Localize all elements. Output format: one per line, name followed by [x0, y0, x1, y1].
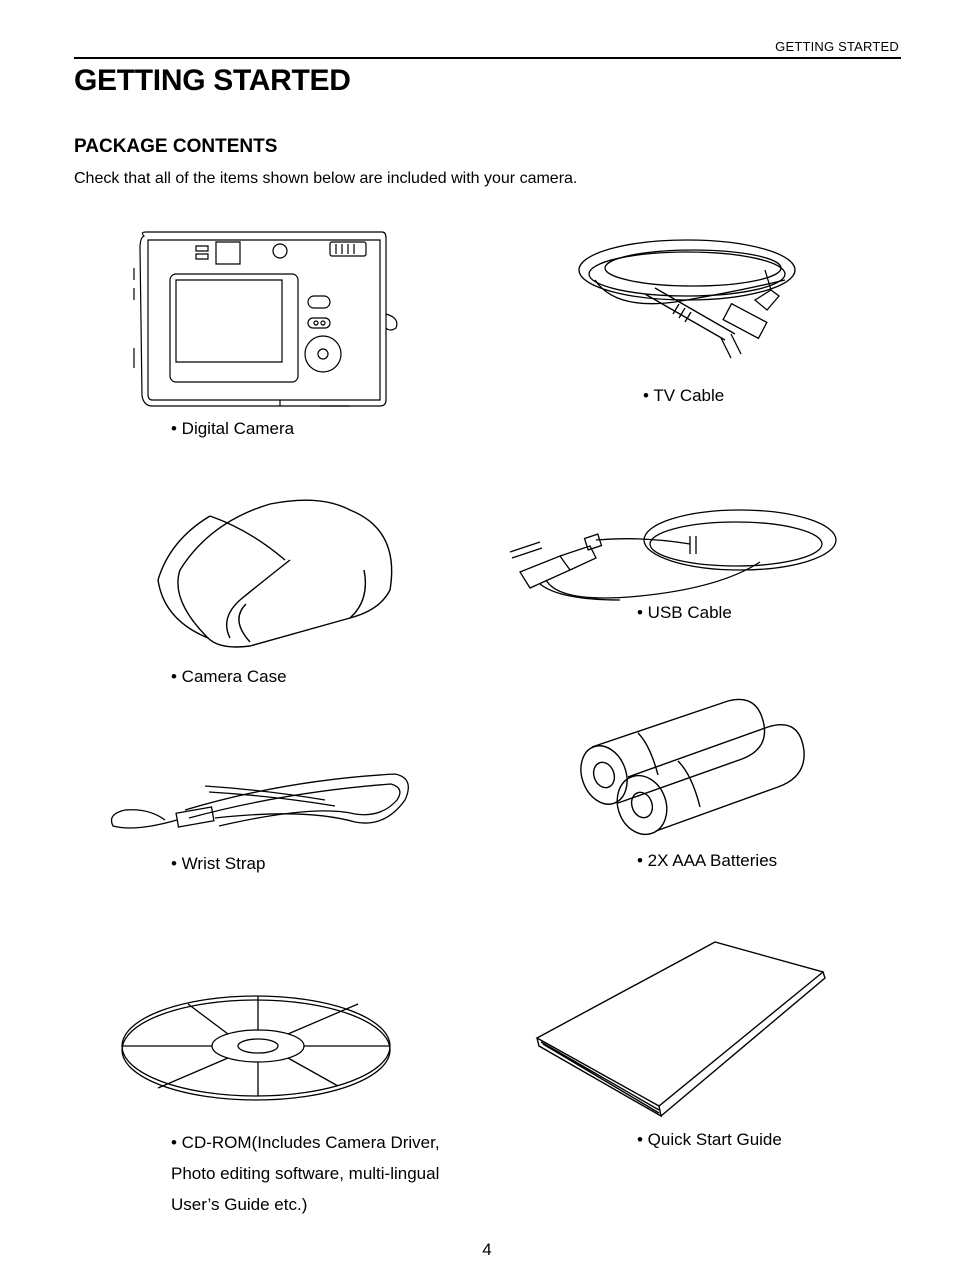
intro-text: Check that all of the items shown below …	[74, 170, 578, 187]
header-rule	[74, 57, 901, 59]
page-title: GETTING STARTED	[74, 64, 351, 97]
cd-rom-icon	[118, 992, 398, 1102]
item-label-wrist-strap: • Wrist Strap	[171, 854, 266, 873]
running-head: GETTING STARTED	[775, 39, 899, 54]
wrist-strap-icon	[105, 770, 415, 840]
page-number: 4	[482, 1240, 492, 1259]
camera-icon	[130, 228, 410, 413]
item-label-tv-cable: • TV Cable	[643, 386, 725, 405]
quick-start-guide-icon	[535, 938, 829, 1120]
item-label-quick-start-guide: • Quick Start Guide	[637, 1130, 782, 1149]
item-label-digital-camera: • Digital Camera	[171, 419, 295, 438]
item-label-usb-cable: • USB Cable	[637, 603, 732, 622]
batteries-icon	[578, 695, 808, 840]
usb-cable-icon	[500, 500, 840, 605]
item-label-cd-rom-line-3: User’s Guide etc.)	[171, 1195, 308, 1214]
item-label-cd-rom-line-2: Photo editing software, multi-lingual	[171, 1164, 440, 1183]
item-label-camera-case: • Camera Case	[171, 667, 287, 686]
item-label-batteries: • 2X AAA Batteries	[637, 851, 778, 870]
camera-case-icon	[150, 500, 400, 652]
tv-cable-icon	[575, 230, 803, 365]
item-label-cd-rom-line-1: • CD-ROM(Includes Camera Driver,	[171, 1133, 440, 1152]
section-heading: PACKAGE CONTENTS	[74, 136, 278, 157]
